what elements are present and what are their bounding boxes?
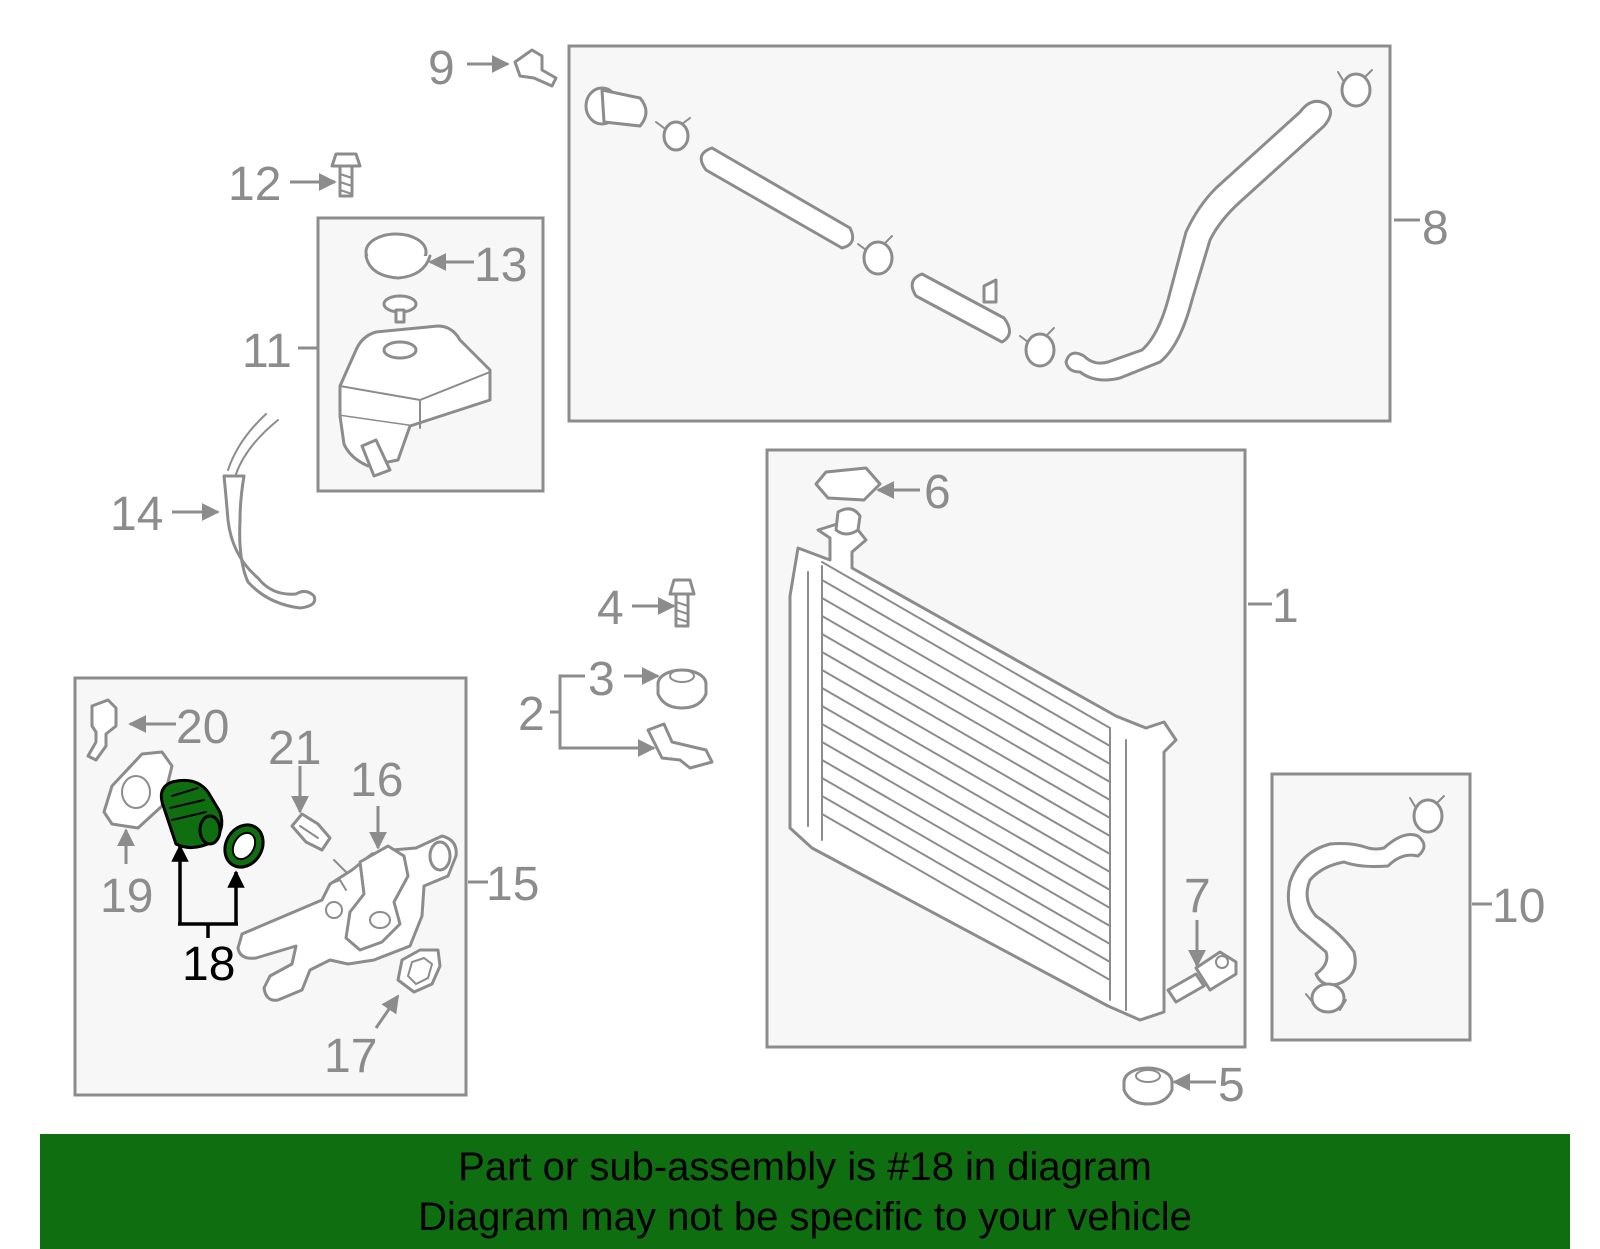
info-banner: Part or sub-assembly is #18 in diagram D… bbox=[40, 1134, 1570, 1249]
callout-5: 5 bbox=[1218, 1059, 1245, 1112]
part-3-grommet bbox=[656, 668, 708, 710]
callout-2: 2 bbox=[518, 688, 545, 741]
part-14-hose bbox=[222, 413, 317, 610]
callout-17: 17 bbox=[324, 1030, 377, 1083]
callout-18: 18 bbox=[182, 938, 235, 991]
banner-line-2: Diagram may not be specific to your vehi… bbox=[418, 1194, 1192, 1239]
part-7-sensor bbox=[1166, 950, 1238, 1004]
banner-line-1: Part or sub-assembly is #18 in diagram bbox=[458, 1144, 1152, 1189]
part-6-gasket bbox=[814, 466, 882, 502]
callout-8: 8 bbox=[1422, 202, 1449, 255]
part-1-radiator bbox=[788, 507, 1178, 1022]
callout-13: 13 bbox=[474, 239, 527, 292]
callout-4: 4 bbox=[597, 582, 624, 635]
callout-21: 21 bbox=[268, 722, 321, 775]
callout-12: 12 bbox=[228, 158, 281, 211]
callout-10: 10 bbox=[1492, 880, 1545, 933]
part-5-grommet bbox=[1122, 1066, 1174, 1106]
part-15-water-outlet-housing bbox=[236, 834, 458, 1002]
callout-16: 16 bbox=[350, 754, 403, 807]
part-2-bracket bbox=[646, 722, 714, 770]
part-10-hose bbox=[1286, 795, 1445, 1014]
callout-19: 19 bbox=[100, 870, 153, 923]
part-8-hose-assembly bbox=[584, 69, 1373, 382]
callout-20: 20 bbox=[176, 701, 229, 754]
part-12-bolt bbox=[330, 152, 362, 198]
callout-15: 15 bbox=[486, 858, 539, 911]
part-20-bracket bbox=[86, 698, 118, 762]
part-11-reservoir bbox=[338, 294, 492, 478]
callout-6: 6 bbox=[924, 466, 951, 519]
part-13-cap bbox=[364, 232, 432, 280]
callout-9: 9 bbox=[428, 42, 455, 95]
group-box-8 bbox=[567, 44, 1392, 423]
callout-3: 3 bbox=[588, 653, 615, 706]
callout-14: 14 bbox=[110, 488, 163, 541]
callout-1: 1 bbox=[1272, 580, 1299, 633]
part-18-thermostat-assembly bbox=[159, 778, 265, 869]
part-17-gasket bbox=[396, 948, 442, 994]
part-9-clip bbox=[513, 48, 558, 88]
part-21-sensor bbox=[290, 812, 332, 852]
callout-7: 7 bbox=[1184, 870, 1211, 923]
part-4-bolt bbox=[668, 578, 696, 628]
callout-11: 11 bbox=[242, 325, 292, 378]
